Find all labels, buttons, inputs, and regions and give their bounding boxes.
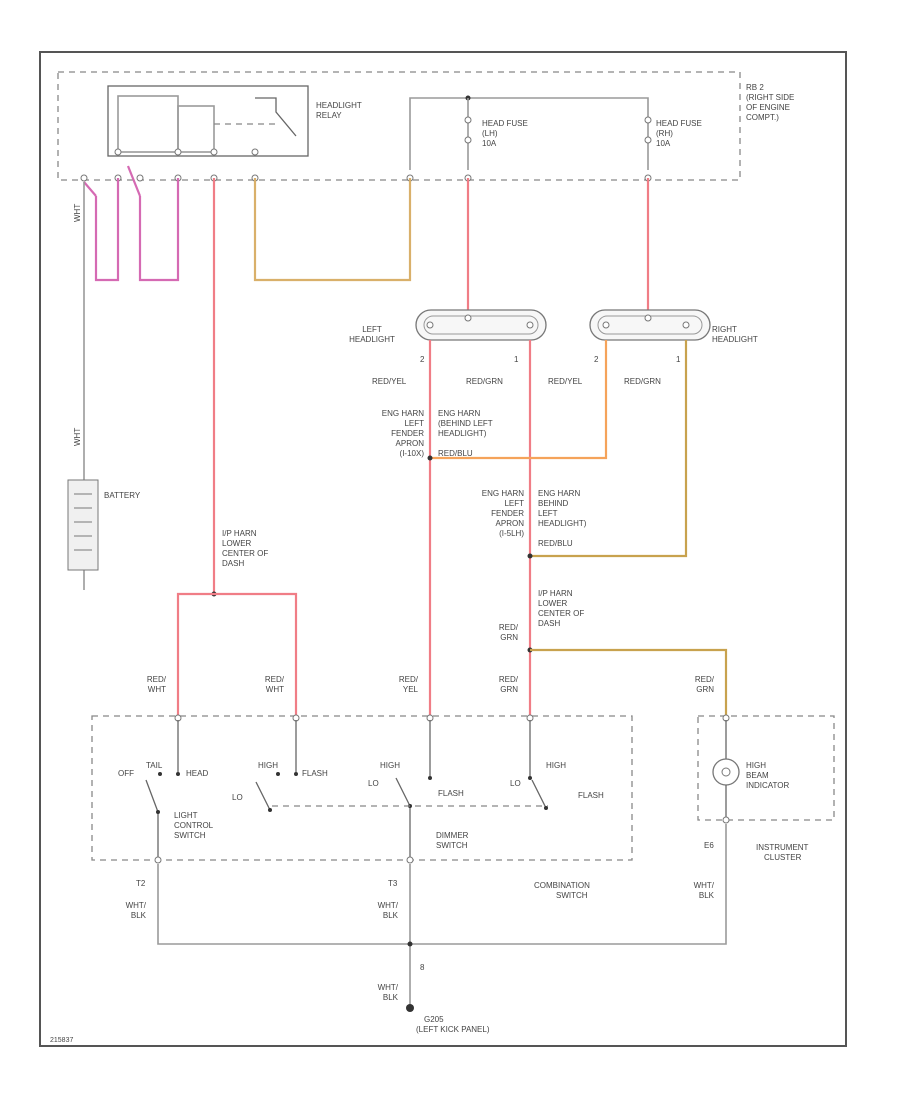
- red-grn-mid-label: RED/GRN: [499, 623, 519, 642]
- diagram-frame: [39, 51, 847, 1047]
- pin-t3-label: T3: [388, 879, 398, 888]
- right-headlight: [589, 309, 711, 341]
- wire-indicator-feed: [530, 648, 728, 716]
- high-beam-indicator-lamp: [712, 758, 740, 786]
- wire-w3-label: RED/YEL: [399, 675, 419, 694]
- fuse-rh-symbol: [644, 116, 652, 144]
- switch-lo-label: LO: [232, 793, 243, 802]
- left-headlight: [415, 309, 547, 341]
- dimmer-flash-label: FLASH: [578, 791, 604, 800]
- wire-w2-label: RED/WHT: [265, 675, 285, 694]
- wire-pink-left: [94, 178, 120, 282]
- pin-8-label: 8: [420, 963, 425, 972]
- pin-t2-label: T2: [136, 879, 146, 888]
- rb-connector-pins: [80, 174, 652, 182]
- instrument-cluster-outline: [697, 715, 835, 821]
- light-control-switch-contacts: [145, 720, 298, 860]
- switch-tail-label: TAIL: [146, 761, 163, 770]
- ground-wire-4-label: WHT/BLK: [378, 983, 399, 1002]
- wire-w4-label: RED/GRN: [499, 675, 519, 694]
- wire-relay-output: [253, 178, 412, 282]
- rh-wire-right-label: RED/GRN: [624, 377, 661, 386]
- dimmer-flash-mid-label: FLASH: [438, 789, 464, 798]
- ground-wire-1-label: WHT/BLK: [126, 901, 147, 920]
- ground-label: G205(LEFT KICK PANEL): [416, 1015, 490, 1034]
- switch-flash-label: FLASH: [302, 769, 328, 778]
- battery-wire-bottom-label: WHT: [73, 428, 82, 446]
- lh-wire-right-label: RED/GRN: [466, 377, 503, 386]
- dimmer-lo-label: LO: [368, 779, 379, 788]
- dimmer-high-label: HIGH: [380, 761, 400, 770]
- wire-rh-low: [430, 340, 608, 460]
- rh-pin1-label: 1: [676, 355, 681, 364]
- head-fuse-rh-label: HEAD FUSE(RH)10A: [656, 119, 702, 148]
- relay-box-outline: [57, 71, 741, 181]
- dimmer-high-right-label: HIGH: [546, 761, 566, 770]
- switch-head-label: HEAD: [186, 769, 208, 778]
- switch-off-label: OFF: [118, 769, 134, 778]
- fuse-bus: [409, 97, 649, 170]
- lh-pin2-label: 2: [420, 355, 425, 364]
- wire-w5-label: RED/GRN: [695, 675, 715, 694]
- fuse-lh-symbol: [464, 98, 472, 170]
- battery-label: BATTERY: [104, 491, 141, 500]
- dimmer-lo-right-label: LO: [510, 779, 521, 788]
- wire-ground-bus: [157, 824, 727, 945]
- dimmer-switch-contacts: [272, 720, 548, 860]
- wire-rh-high: [530, 340, 688, 558]
- battery-wire-top-label: WHT: [73, 204, 82, 222]
- battery-symbol: [67, 479, 99, 571]
- switch-top-pins: [174, 714, 534, 722]
- wire-pink-mid: [138, 178, 180, 282]
- switch-high-label: HIGH: [258, 761, 278, 770]
- headlight-relay: [107, 85, 309, 157]
- ground-wire-2-label: WHT/BLK: [378, 901, 399, 920]
- rh-wire-left-label: RED/YEL: [548, 377, 583, 386]
- pin-e6-label: E6: [704, 841, 714, 850]
- lh-pin1-label: 1: [514, 355, 519, 364]
- rh-pin2-label: 2: [594, 355, 599, 364]
- wire-w1-label: RED/WHT: [147, 675, 167, 694]
- combination-switch-outline: [91, 715, 633, 861]
- lh-wire-left-label: RED/YEL: [372, 377, 407, 386]
- ground-symbol: [406, 1004, 414, 1012]
- ground-wire-3-label: WHT/BLK: [694, 881, 715, 900]
- head-fuse-lh-label: HEAD FUSE(LH)10A: [482, 119, 528, 148]
- corner-id: 215837: [50, 1037, 73, 1044]
